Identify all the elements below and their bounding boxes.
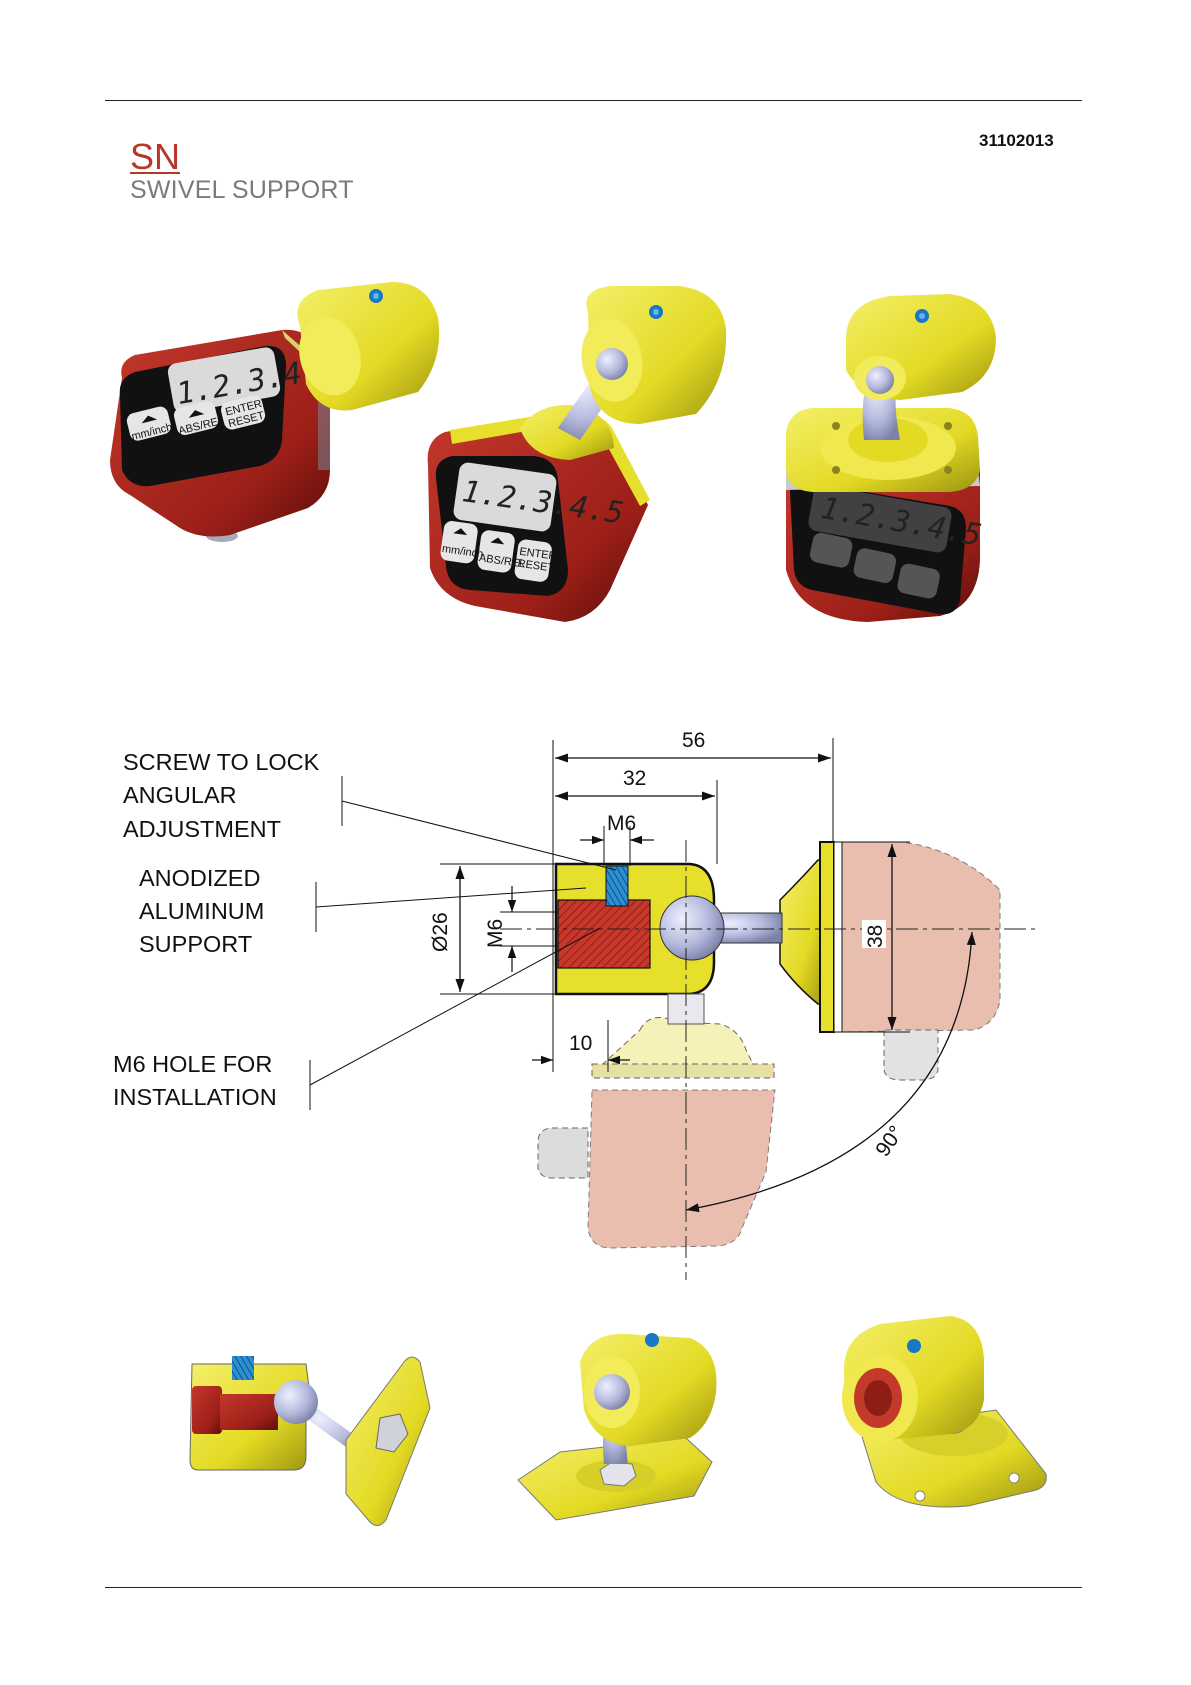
callout-screw-line2: ANGULAR bbox=[123, 782, 237, 808]
callout-hole-line2: INSTALLATION bbox=[113, 1084, 277, 1110]
support-render-base bbox=[842, 1316, 1046, 1507]
dim-hole-offset: 10 bbox=[569, 1032, 592, 1055]
callout-hole-line1: M6 HOLE FOR bbox=[113, 1051, 272, 1077]
technical-drawing: 56 32 M6 Ø26 M6 38 10 90° SCREW TO LOCK … bbox=[113, 729, 1040, 1280]
support-render-section bbox=[190, 1356, 430, 1526]
dim-body-length: 32 bbox=[623, 767, 646, 790]
callout-screw-line3: ADJUSTMENT bbox=[123, 816, 281, 842]
device-render-tilted: 1.2.3.4.5 mm/inch ABS/REL ENTER RESET bbox=[428, 286, 727, 622]
device-render-front-left: 1.2.3.4.5 mm/inch ABS/REL ENTER RESET bbox=[110, 282, 439, 542]
dim-screw-thread: M6 bbox=[607, 812, 636, 835]
dim-display-height: 38 bbox=[864, 925, 887, 948]
support-render-flange bbox=[518, 1333, 716, 1520]
dim-overall-length: 56 bbox=[682, 729, 705, 752]
dim-angle: 90° bbox=[871, 1122, 908, 1161]
dim-diameter: Ø26 bbox=[429, 912, 452, 952]
bottom-rule bbox=[105, 1587, 1082, 1588]
callout-support-line2: ALUMINUM bbox=[139, 898, 264, 924]
callout-screw-line1: SCREW TO LOCK bbox=[123, 749, 320, 775]
callout-support-line1: ANODIZED bbox=[139, 865, 260, 891]
callout-support-line3: SUPPORT bbox=[139, 931, 252, 957]
dim-hole-thread: M6 bbox=[484, 919, 507, 948]
device-render-top: 1.2.3.4.5 bbox=[786, 294, 996, 622]
